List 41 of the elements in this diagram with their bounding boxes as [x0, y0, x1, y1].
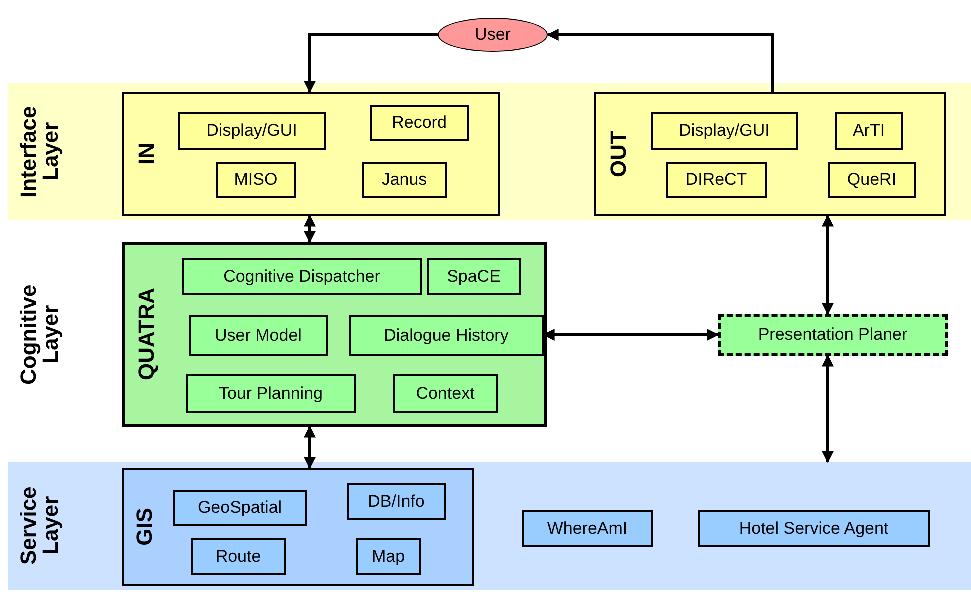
layer-band — [8, 83, 971, 220]
connector-arrow — [304, 34, 438, 94]
process-box: Presentation Planer — [718, 314, 948, 356]
component-box: Janus — [362, 162, 447, 198]
component-box: Map — [356, 538, 421, 575]
connector-arrow — [304, 214, 316, 244]
component-box: Route — [191, 538, 286, 575]
heading-text: GIS — [134, 508, 156, 546]
module-box — [122, 92, 500, 216]
heading-text: Service Layer — [18, 486, 62, 568]
component-box: Hotel Service Agent — [698, 510, 930, 547]
component-box: Dialogue History — [349, 315, 544, 356]
component-box: Context — [393, 374, 498, 413]
connector-arrow — [822, 214, 834, 316]
component-box: Display/GUI — [651, 112, 798, 150]
heading-text: OUT — [608, 130, 630, 178]
component-box: GeoSpatial — [173, 490, 307, 526]
heading-text: Interface Layer — [18, 104, 62, 200]
component-box: Cognitive Dispatcher — [182, 258, 422, 295]
heading-text: QUATRA — [136, 288, 158, 381]
module-box — [122, 242, 547, 427]
component-box: Tour Planning — [186, 374, 356, 413]
connector-arrow — [822, 354, 834, 464]
component-box: WhereAmI — [522, 510, 653, 547]
heading-text: IN — [136, 143, 158, 165]
user-ellipse: User — [438, 18, 548, 52]
component-box: Record — [370, 105, 469, 141]
component-box: QueRI — [828, 162, 916, 198]
component-box: DB/Info — [347, 483, 446, 520]
component-box: Display/GUI — [178, 112, 326, 150]
connector-arrow — [546, 29, 774, 92]
layer-label: Cognitive Layer — [18, 283, 62, 387]
component-box: User Model — [189, 315, 328, 356]
layer-band — [8, 462, 971, 590]
component-box: DIReCT — [666, 162, 767, 198]
component-box: MISO — [216, 162, 296, 198]
component-box: ArTI — [835, 112, 903, 150]
component-box: SpaCE — [427, 258, 521, 295]
module-box — [122, 468, 474, 586]
connector-arrow — [304, 426, 316, 470]
module-box — [594, 92, 946, 216]
